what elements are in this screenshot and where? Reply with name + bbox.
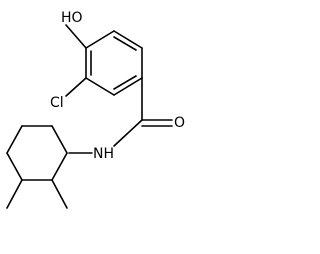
ring-bond-c2-c3 — [85, 77, 115, 96]
methyl-bond-1 — [51, 179, 68, 209]
benzene-ring — [85, 30, 143, 96]
ring-bond-c3-c4 — [113, 77, 143, 96]
ring-bond-c6-c1 — [85, 30, 115, 49]
cyclohexane-bond-3 — [6, 125, 23, 154]
oxygen-label: O — [174, 115, 185, 131]
cyclohexane-bond-6 — [51, 152, 68, 181]
structure-drawing: HO Cl O NH — [6, 10, 185, 209]
hydroxyl-label: HO — [61, 10, 83, 26]
cl-bond — [65, 77, 87, 97]
cyclohexane-ring — [6, 125, 68, 181]
cyclohexane-bond-1 — [51, 125, 68, 154]
amide-nh-label: NH — [93, 146, 114, 162]
cyclohexane-bond-4 — [6, 152, 23, 181]
ring-bond-c5-c6 — [113, 30, 143, 49]
oh-bond — [65, 24, 87, 49]
chemical-structure: HO Cl O NH — [6, 10, 186, 209]
chlorine-label: Cl — [50, 95, 64, 111]
amide-c-n-bond — [113, 119, 143, 147]
ring-inner-bond-3 — [113, 36, 137, 51]
methyl-bond-2 — [6, 179, 23, 209]
ring-inner-bond-2 — [113, 75, 137, 90]
